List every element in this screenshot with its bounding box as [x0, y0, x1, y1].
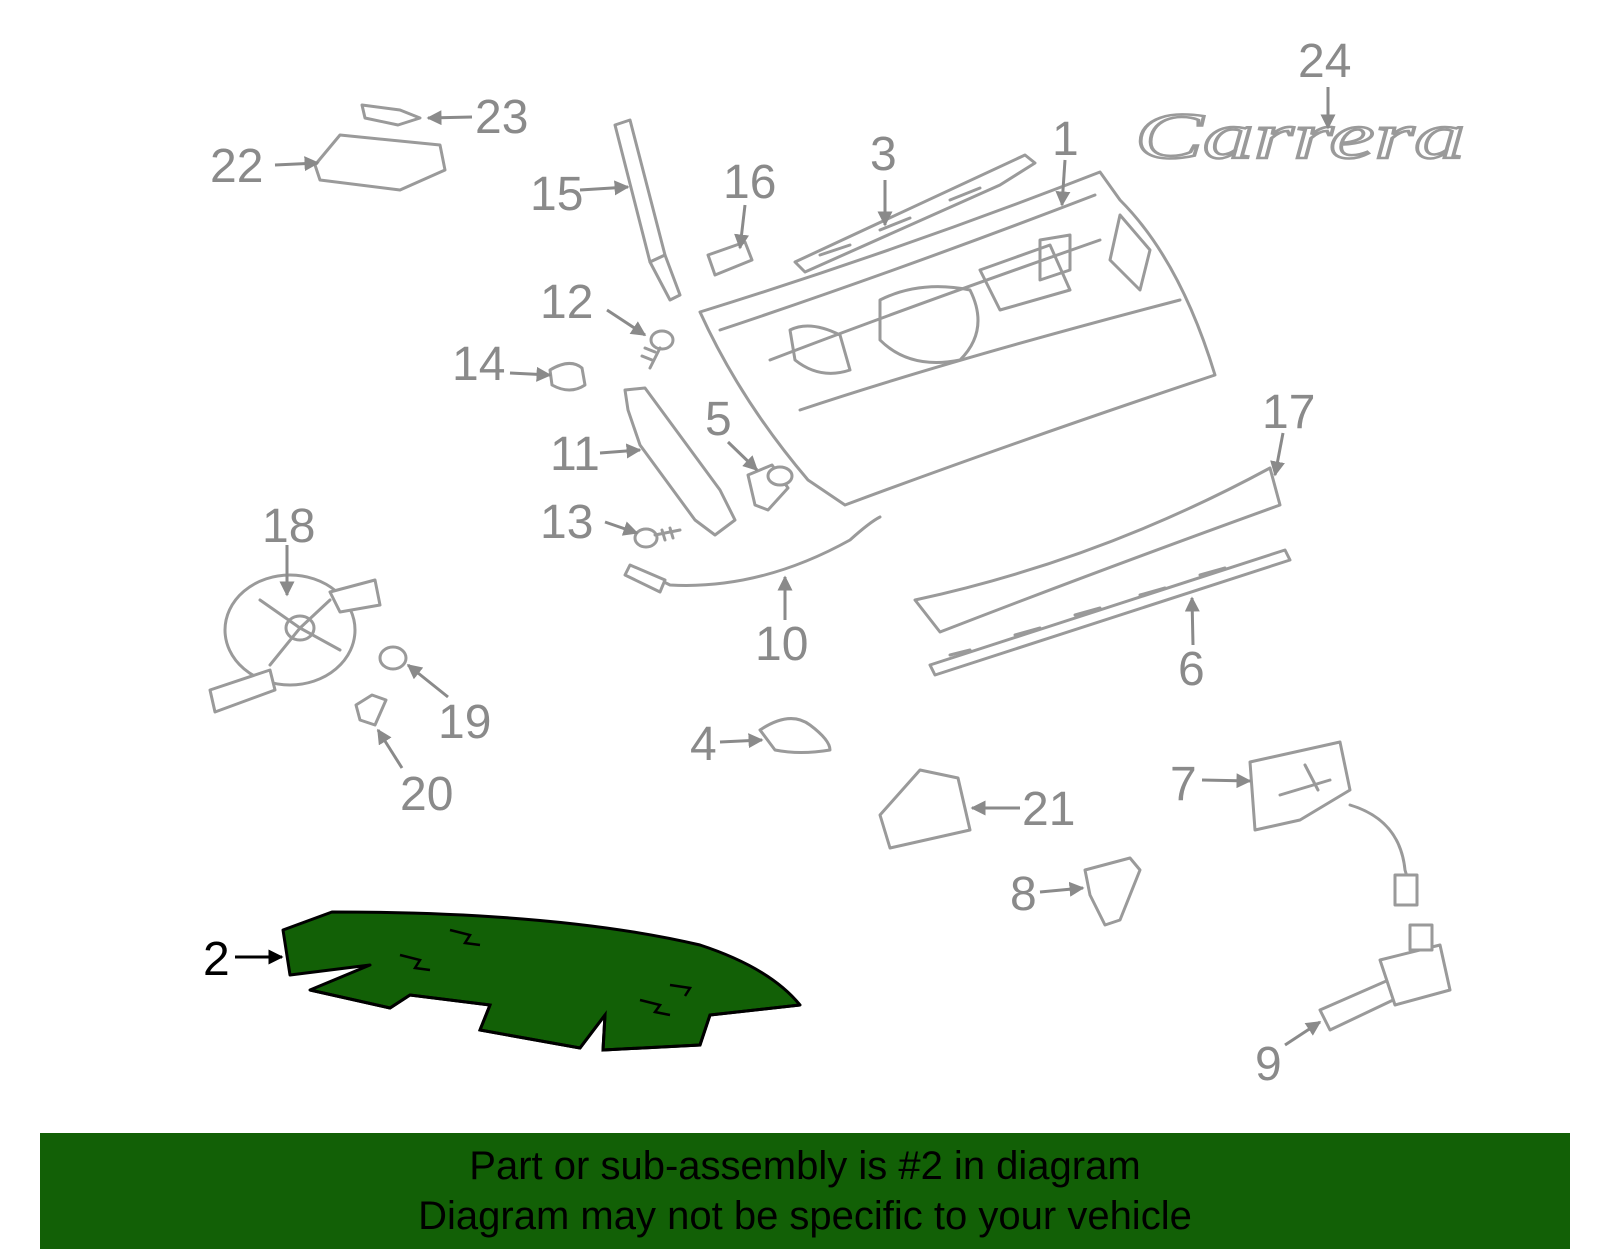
- callout-arrows: [235, 87, 1336, 1047]
- part-23-bulb: [360, 103, 422, 127]
- part-20-cap: [354, 693, 388, 727]
- callout-14: 14: [452, 338, 505, 391]
- callout-17: 17: [1262, 386, 1315, 439]
- callout-22: 22: [210, 140, 263, 193]
- callout-18: 18: [262, 500, 315, 553]
- callout-20: 20: [400, 768, 453, 821]
- callout-16: 16: [723, 156, 776, 209]
- callout-11: 11: [550, 428, 600, 481]
- callout-8: 8: [1010, 868, 1037, 921]
- callout-7: 7: [1170, 758, 1197, 811]
- part-2-insulation-pad: [281, 910, 802, 1052]
- callout-24: 24: [1298, 35, 1351, 88]
- callout-5: 5: [705, 393, 732, 446]
- part-8-bracket: [1083, 856, 1142, 927]
- callout-labels: 1 2 3 4 5 6 7 8 9 10 11 12 13 14 15 16 1…: [203, 35, 1351, 1091]
- info-banner: Part or sub-assembly is #2 in diagram Di…: [40, 1133, 1570, 1249]
- part-10-cable-end: [623, 563, 667, 594]
- part-15-gas-strut: [613, 118, 682, 302]
- callout-2: 2: [203, 933, 230, 986]
- part-7-latch: [1248, 740, 1419, 907]
- part-6-trim-strip: [928, 548, 1292, 677]
- part-1-decklid: [698, 170, 1217, 507]
- part-24-emblem: Carrera: [1135, 100, 1465, 173]
- callout-13: 13: [540, 496, 593, 549]
- part-22-bracket: [313, 133, 447, 192]
- part-13-bolt: [633, 526, 682, 549]
- part-18-fan: [208, 573, 382, 714]
- banner-line-disclaimer: Diagram may not be specific to your vehi…: [418, 1194, 1192, 1238]
- callout-6: 6: [1178, 643, 1205, 696]
- part-4-bump-stop: [758, 717, 832, 754]
- callout-9: 9: [1255, 1038, 1282, 1091]
- callout-12: 12: [540, 276, 593, 329]
- part-11-hinge: [623, 386, 737, 537]
- part-19-grommet: [378, 645, 408, 671]
- part-16-switch: [706, 240, 754, 277]
- part-17-trim-panel: [913, 466, 1282, 634]
- part-10-cable: [638, 515, 882, 587]
- callout-21: 21: [1022, 783, 1075, 836]
- part-5-bumper: [746, 463, 794, 512]
- callout-1: 1: [1052, 113, 1079, 166]
- part-9-lock-cylinder: [1318, 923, 1452, 1032]
- part-3-seal: [793, 153, 1037, 274]
- banner-line-part-number: Part or sub-assembly is #2 in diagram: [469, 1144, 1141, 1188]
- parts-diagram: Carrera 1 2 3 4 5 6 7 8 9: [203, 35, 1466, 1091]
- part-12-bolt: [640, 329, 675, 370]
- callout-19: 19: [438, 696, 491, 749]
- callout-3: 3: [870, 128, 897, 181]
- callout-23: 23: [475, 91, 528, 144]
- callout-15: 15: [530, 168, 583, 221]
- callout-10: 10: [755, 618, 808, 671]
- part-21-cover: [878, 768, 972, 850]
- part-14-cap: [548, 362, 587, 392]
- callout-4: 4: [690, 718, 717, 771]
